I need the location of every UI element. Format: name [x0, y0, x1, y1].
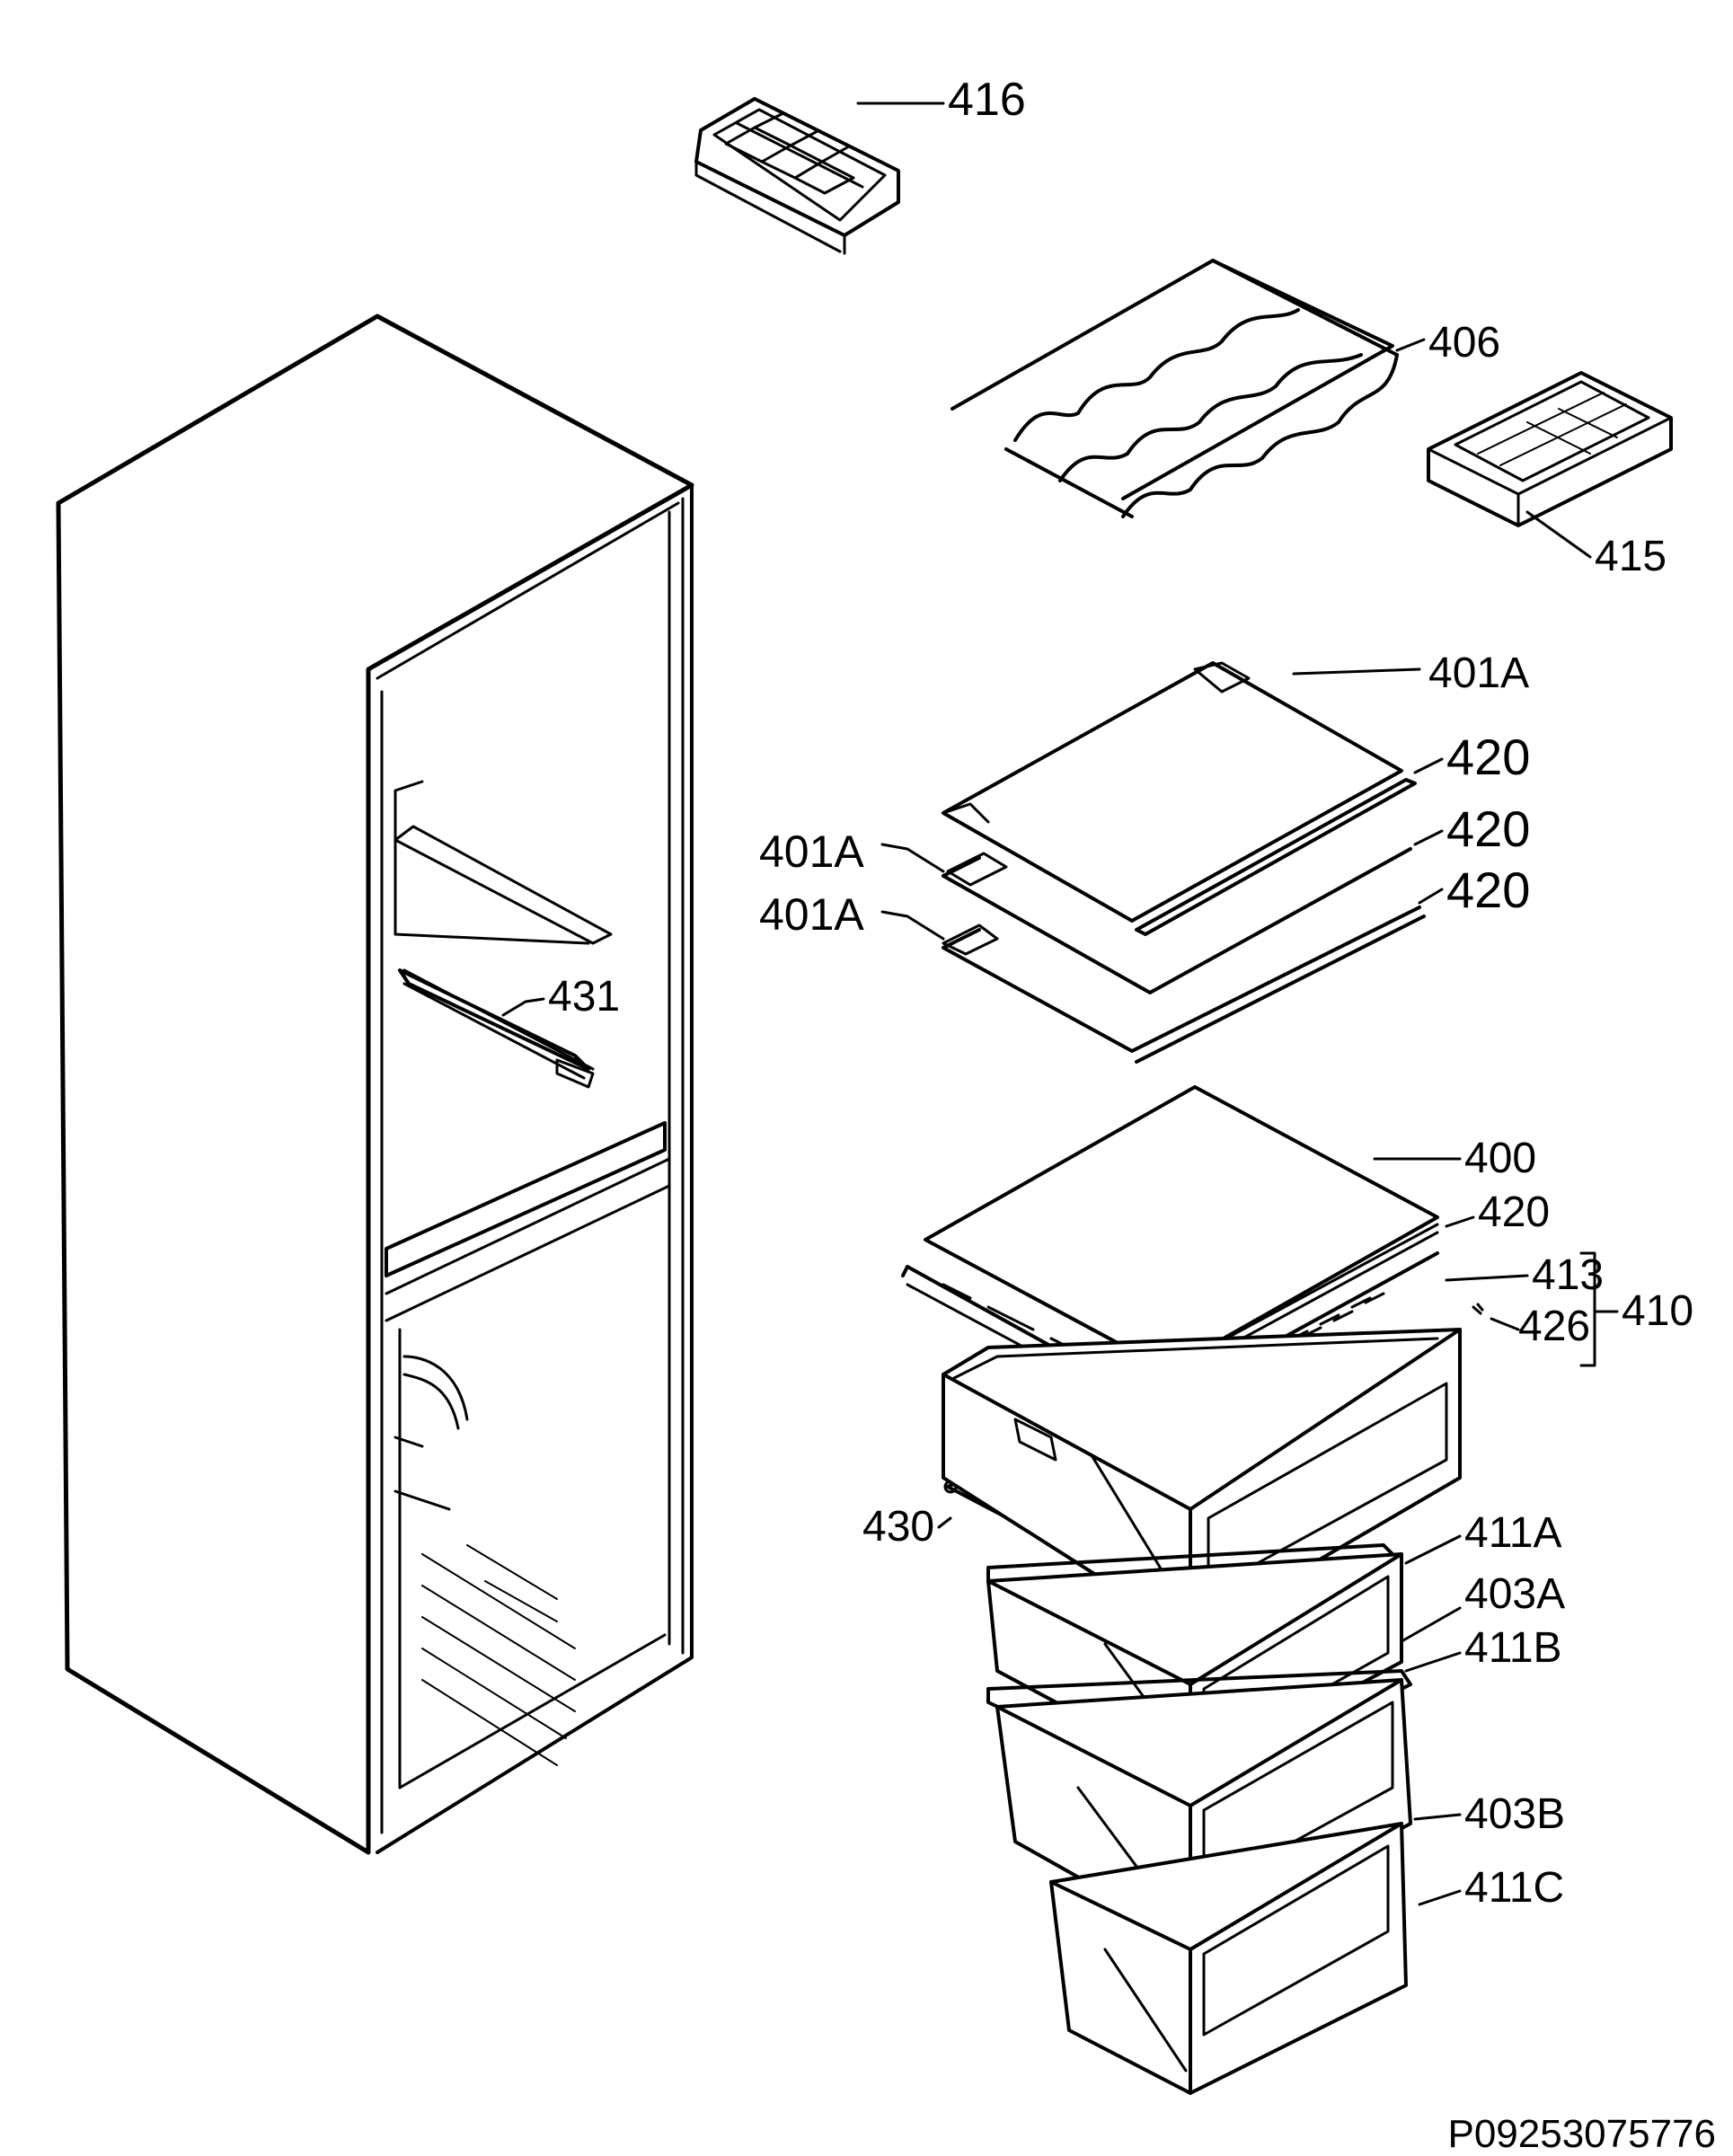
label-413: 413 [1532, 1251, 1604, 1299]
label-415: 415 [1595, 533, 1667, 580]
filter-cover[interactable] [1427, 371, 1673, 527]
label-416: 416 [948, 74, 1026, 126]
label-411b: 411B [1464, 1624, 1562, 1672]
fridge-cabinet[interactable] [56, 314, 694, 1855]
screw[interactable] [1472, 1303, 1484, 1315]
label-426: 426 [1518, 1303, 1590, 1350]
label-410: 410 [1622, 1287, 1693, 1335]
label-400: 400 [1464, 1135, 1536, 1182]
drawing-number: P09253075776 [1447, 2112, 1716, 2156]
glass-shelf-upper[interactable] [942, 661, 1417, 936]
ice-cube-tray[interactable] [694, 97, 900, 255]
label-401a-top: 401A [1428, 649, 1529, 697]
label-411a: 411A [1464, 1509, 1562, 1557]
label-406: 406 [1428, 319, 1500, 367]
label-401a-mid: 401A [759, 826, 864, 877]
bottle-rack[interactable] [950, 259, 1399, 518]
label-420-c: 420 [1446, 862, 1530, 918]
label-420-a: 420 [1446, 729, 1530, 785]
label-401a-low: 401A [759, 889, 864, 940]
label-420-b: 420 [1446, 800, 1530, 857]
label-403b: 403B [1464, 1790, 1565, 1838]
glass-shelf-lower[interactable] [942, 906, 1426, 1064]
label-420-d: 420 [1478, 1188, 1550, 1236]
label-430: 430 [862, 1503, 934, 1551]
label-411c: 411C [1464, 1864, 1564, 1912]
freezer-drawer-bottom[interactable] [1049, 1822, 1408, 2095]
label-403a: 403A [1464, 1570, 1565, 1618]
glass-shelf-middle[interactable] [942, 847, 1412, 994]
label-431: 431 [548, 973, 620, 1021]
freezer-glass-top[interactable] [924, 1085, 1439, 1372]
shelf-rail[interactable] [398, 968, 595, 1089]
